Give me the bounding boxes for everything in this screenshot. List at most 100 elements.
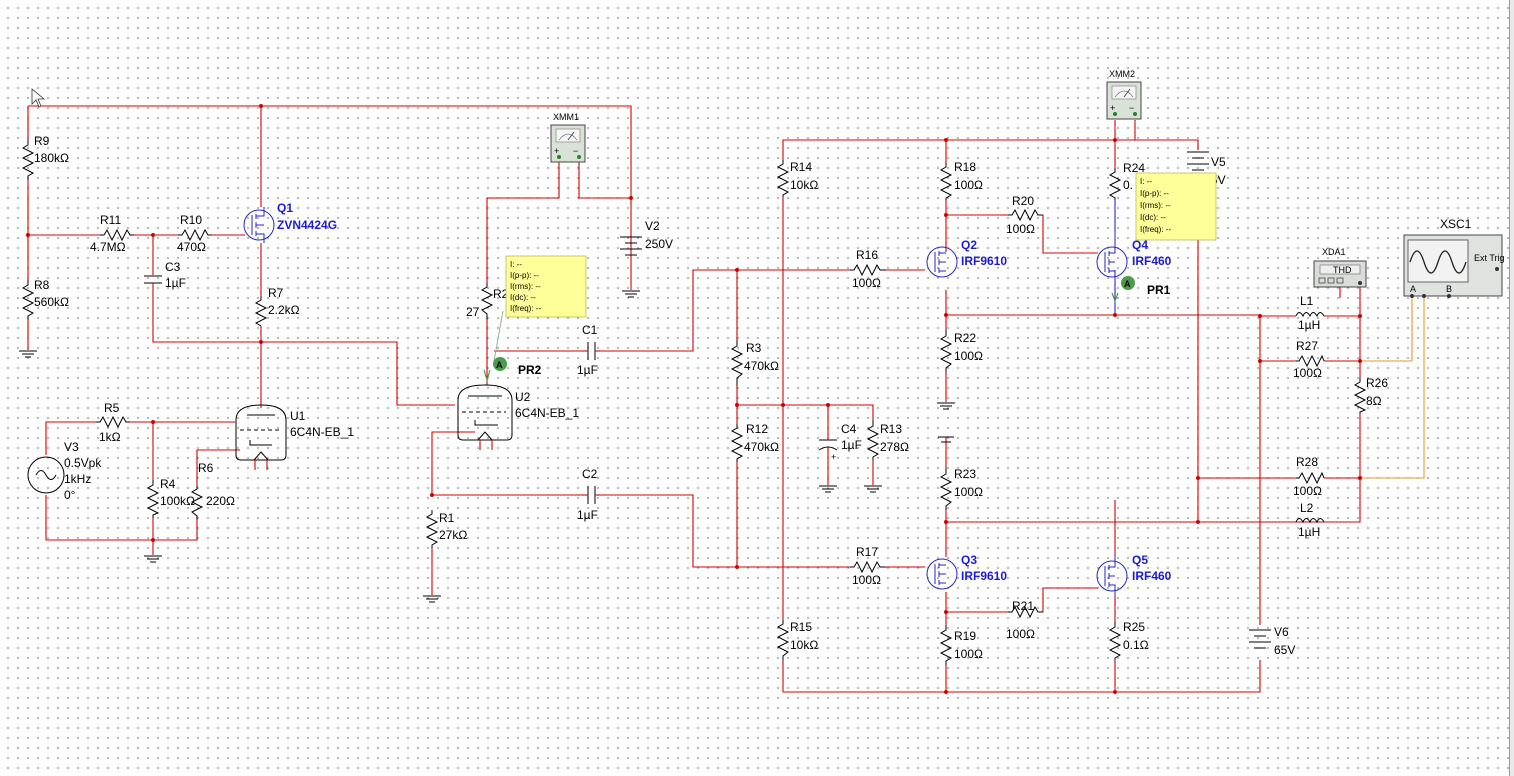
resistor-R5[interactable]: R5 1kΩ: [96, 401, 130, 444]
tube-U1[interactable]: U1 6C4N-EB_1: [235, 404, 354, 470]
tube-U2[interactable]: U2 6C4N-EB_1: [457, 384, 579, 450]
inductor-L2[interactable]: L2 1µH: [1295, 501, 1360, 539]
multimeter-XMM1[interactable]: + − XMM1: [550, 112, 586, 163]
resistor-R3-label: R3: [746, 341, 762, 355]
resistor-R15[interactable]: R15 10kΩ: [776, 620, 818, 660]
capacitor-C2-value: 1µF: [577, 508, 598, 522]
resistor-R12-label: R12: [746, 422, 768, 436]
probe-PR1-line3: I(dc): --: [1140, 213, 1166, 222]
resistor-R14-label: R14: [790, 160, 812, 174]
probe-PR2-line2: I(rms): --: [510, 282, 541, 291]
tube-U2-label: U2: [515, 390, 531, 404]
tube-U1-label: U1: [290, 409, 306, 423]
probe-PR2-line3: I(dc): --: [510, 293, 536, 302]
mosfet-Q1-label: Q1: [277, 201, 293, 215]
resistor-R12[interactable]: R12 470kΩ: [730, 422, 779, 462]
ac-source-V3-freq: 1kHz: [64, 472, 91, 486]
resistor-R13[interactable]: R13 278Ω: [866, 420, 909, 460]
resistor-R16-label: R16: [856, 248, 878, 262]
resistor-R6-value: 220Ω: [206, 494, 235, 508]
resistor-R7-value: 2.2kΩ: [268, 303, 300, 317]
mosfet-Q3-label: Q3: [961, 553, 977, 567]
probe-PR2[interactable]: I: -- I(p-p): -- I(rms): -- I(dc): -- I(…: [483, 255, 587, 383]
resistor-R17[interactable]: R17 100Ω: [850, 545, 886, 587]
mosfet-Q3-part: IRF9610: [961, 569, 1007, 583]
mosfet-Q1[interactable]: Q1 ZVN4424G: [243, 201, 337, 243]
resistor-R24-value: 0.: [1123, 178, 1133, 192]
resistor-R18-label: R18: [954, 160, 976, 174]
mosfet-Q2[interactable]: Q2 IRF9610: [926, 238, 1007, 278]
dc-source-V6[interactable]: V6 65V: [1249, 625, 1295, 657]
resistor-R10[interactable]: R10 470Ω: [177, 213, 212, 254]
resistor-R28[interactable]: R28 100Ω: [1293, 455, 1325, 498]
probe-PR2-mark: A: [496, 360, 503, 370]
mosfet-Q4[interactable]: Q4 IRF460: [1096, 232, 1172, 278]
mosfet-Q5[interactable]: Q5 IRF460: [1096, 553, 1172, 596]
resistor-R11-value: 4.7MΩ: [90, 240, 126, 254]
dc-source-V2[interactable]: V2 250V: [620, 219, 673, 256]
resistor-R19-value: 100Ω: [954, 647, 983, 661]
resistor-R23-value: 100Ω: [954, 485, 983, 499]
xda1-display: THD: [1333, 265, 1352, 275]
resistor-R28-label: R28: [1296, 455, 1318, 469]
ac-source-V3[interactable]: V3 0.5Vpk 1kHz 0°: [27, 440, 102, 502]
resistor-R24[interactable]: R24 0.: [1108, 161, 1145, 232]
resistor-R22-value: 100Ω: [954, 349, 983, 363]
resistor-R23[interactable]: R23 100Ω: [939, 467, 983, 510]
resistor-R7-label: R7: [268, 286, 284, 300]
probe-PR1[interactable]: I: -- I(p-p): -- I(rms): -- I(dc): -- I(…: [1111, 172, 1217, 303]
inductor-L1[interactable]: L1 1µH: [1295, 294, 1325, 332]
resistor-R9[interactable]: R9 180kΩ: [21, 134, 69, 180]
xsc1-channel-b: B: [1446, 284, 1452, 294]
probe-PR1-line2: I(rms): --: [1140, 201, 1171, 210]
resistor-R3-value: 470kΩ: [744, 359, 779, 373]
resistor-R16[interactable]: R16 100Ω: [850, 248, 886, 290]
capacitor-C1[interactable]: C1 1µF: [577, 323, 600, 377]
resistor-R14[interactable]: R14 10kΩ: [776, 160, 818, 197]
resistor-R6[interactable]: R6 220Ω: [190, 461, 235, 520]
svg-text:−: −: [573, 146, 578, 156]
resistor-R2[interactable]: R2 27: [466, 283, 509, 320]
ground-icon: [937, 402, 955, 410]
ground-icon: [19, 350, 37, 358]
resistor-R22[interactable]: R22 100Ω: [939, 330, 983, 372]
capacitor-C3[interactable]: C3 1µF: [144, 260, 186, 292]
resistor-R2-value: 27: [466, 305, 480, 319]
mosfet-Q3[interactable]: Q3 IRF9610: [926, 553, 1007, 590]
inductor-L2-label: L2: [1300, 501, 1314, 515]
resistor-R25[interactable]: R25 0.1Ω: [1108, 620, 1149, 660]
multimeter-XMM2[interactable]: + − XMM2: [1106, 69, 1142, 120]
resistor-R21[interactable]: R21 100Ω: [1006, 599, 1043, 641]
resistor-R20-value: 100Ω: [1006, 222, 1035, 236]
capacitor-C4[interactable]: + C4 1µF: [818, 422, 862, 465]
ac-source-V3-label: V3: [64, 440, 79, 454]
canvas-scrollbar[interactable]: [1509, 0, 1514, 776]
resistor-R7[interactable]: R7 2.2kΩ: [254, 286, 300, 327]
resistor-R17-label: R17: [856, 545, 878, 559]
grounds: [19, 290, 955, 603]
resistor-R3[interactable]: R3 470kΩ: [730, 340, 779, 386]
oscilloscope-XSC1[interactable]: Ext Trig A B XSC1: [1403, 217, 1505, 298]
resistor-R8[interactable]: R8 560kΩ: [21, 278, 69, 320]
resistor-R17-value: 100Ω: [852, 573, 881, 587]
resistor-R26[interactable]: R26 8Ω: [1353, 376, 1388, 414]
resistor-R16-value: 100Ω: [852, 276, 881, 290]
resistor-R22-label: R22: [954, 331, 976, 345]
capacitor-C3-label: C3: [165, 260, 181, 274]
resistor-R21-label: R21: [1012, 599, 1034, 613]
resistor-R4[interactable]: R4 100kΩ: [146, 477, 195, 518]
capacitor-C2[interactable]: C2 1µF: [577, 467, 600, 522]
resistor-R19[interactable]: R19 100Ω: [939, 625, 983, 665]
resistor-R23-label: R23: [954, 467, 976, 481]
resistor-R15-label: R15: [790, 620, 812, 634]
resistor-R27[interactable]: R27 100Ω: [1293, 339, 1325, 380]
resistor-R5-label: R5: [104, 401, 120, 415]
distortion-analyzer-XDA1[interactable]: THD XDA1: [1313, 247, 1367, 288]
capacitor-C3-value: 1µF: [165, 276, 186, 290]
resistor-R11[interactable]: R11 4.7MΩ: [90, 213, 134, 254]
dc-source-V6-value: 65V: [1274, 643, 1295, 657]
resistor-R9-label: R9: [34, 134, 50, 148]
resistor-R18[interactable]: R18 100Ω: [939, 160, 983, 200]
resistor-R1[interactable]: R1 27kΩ: [425, 510, 467, 548]
resistor-R20[interactable]: R20 100Ω: [1006, 194, 1043, 236]
